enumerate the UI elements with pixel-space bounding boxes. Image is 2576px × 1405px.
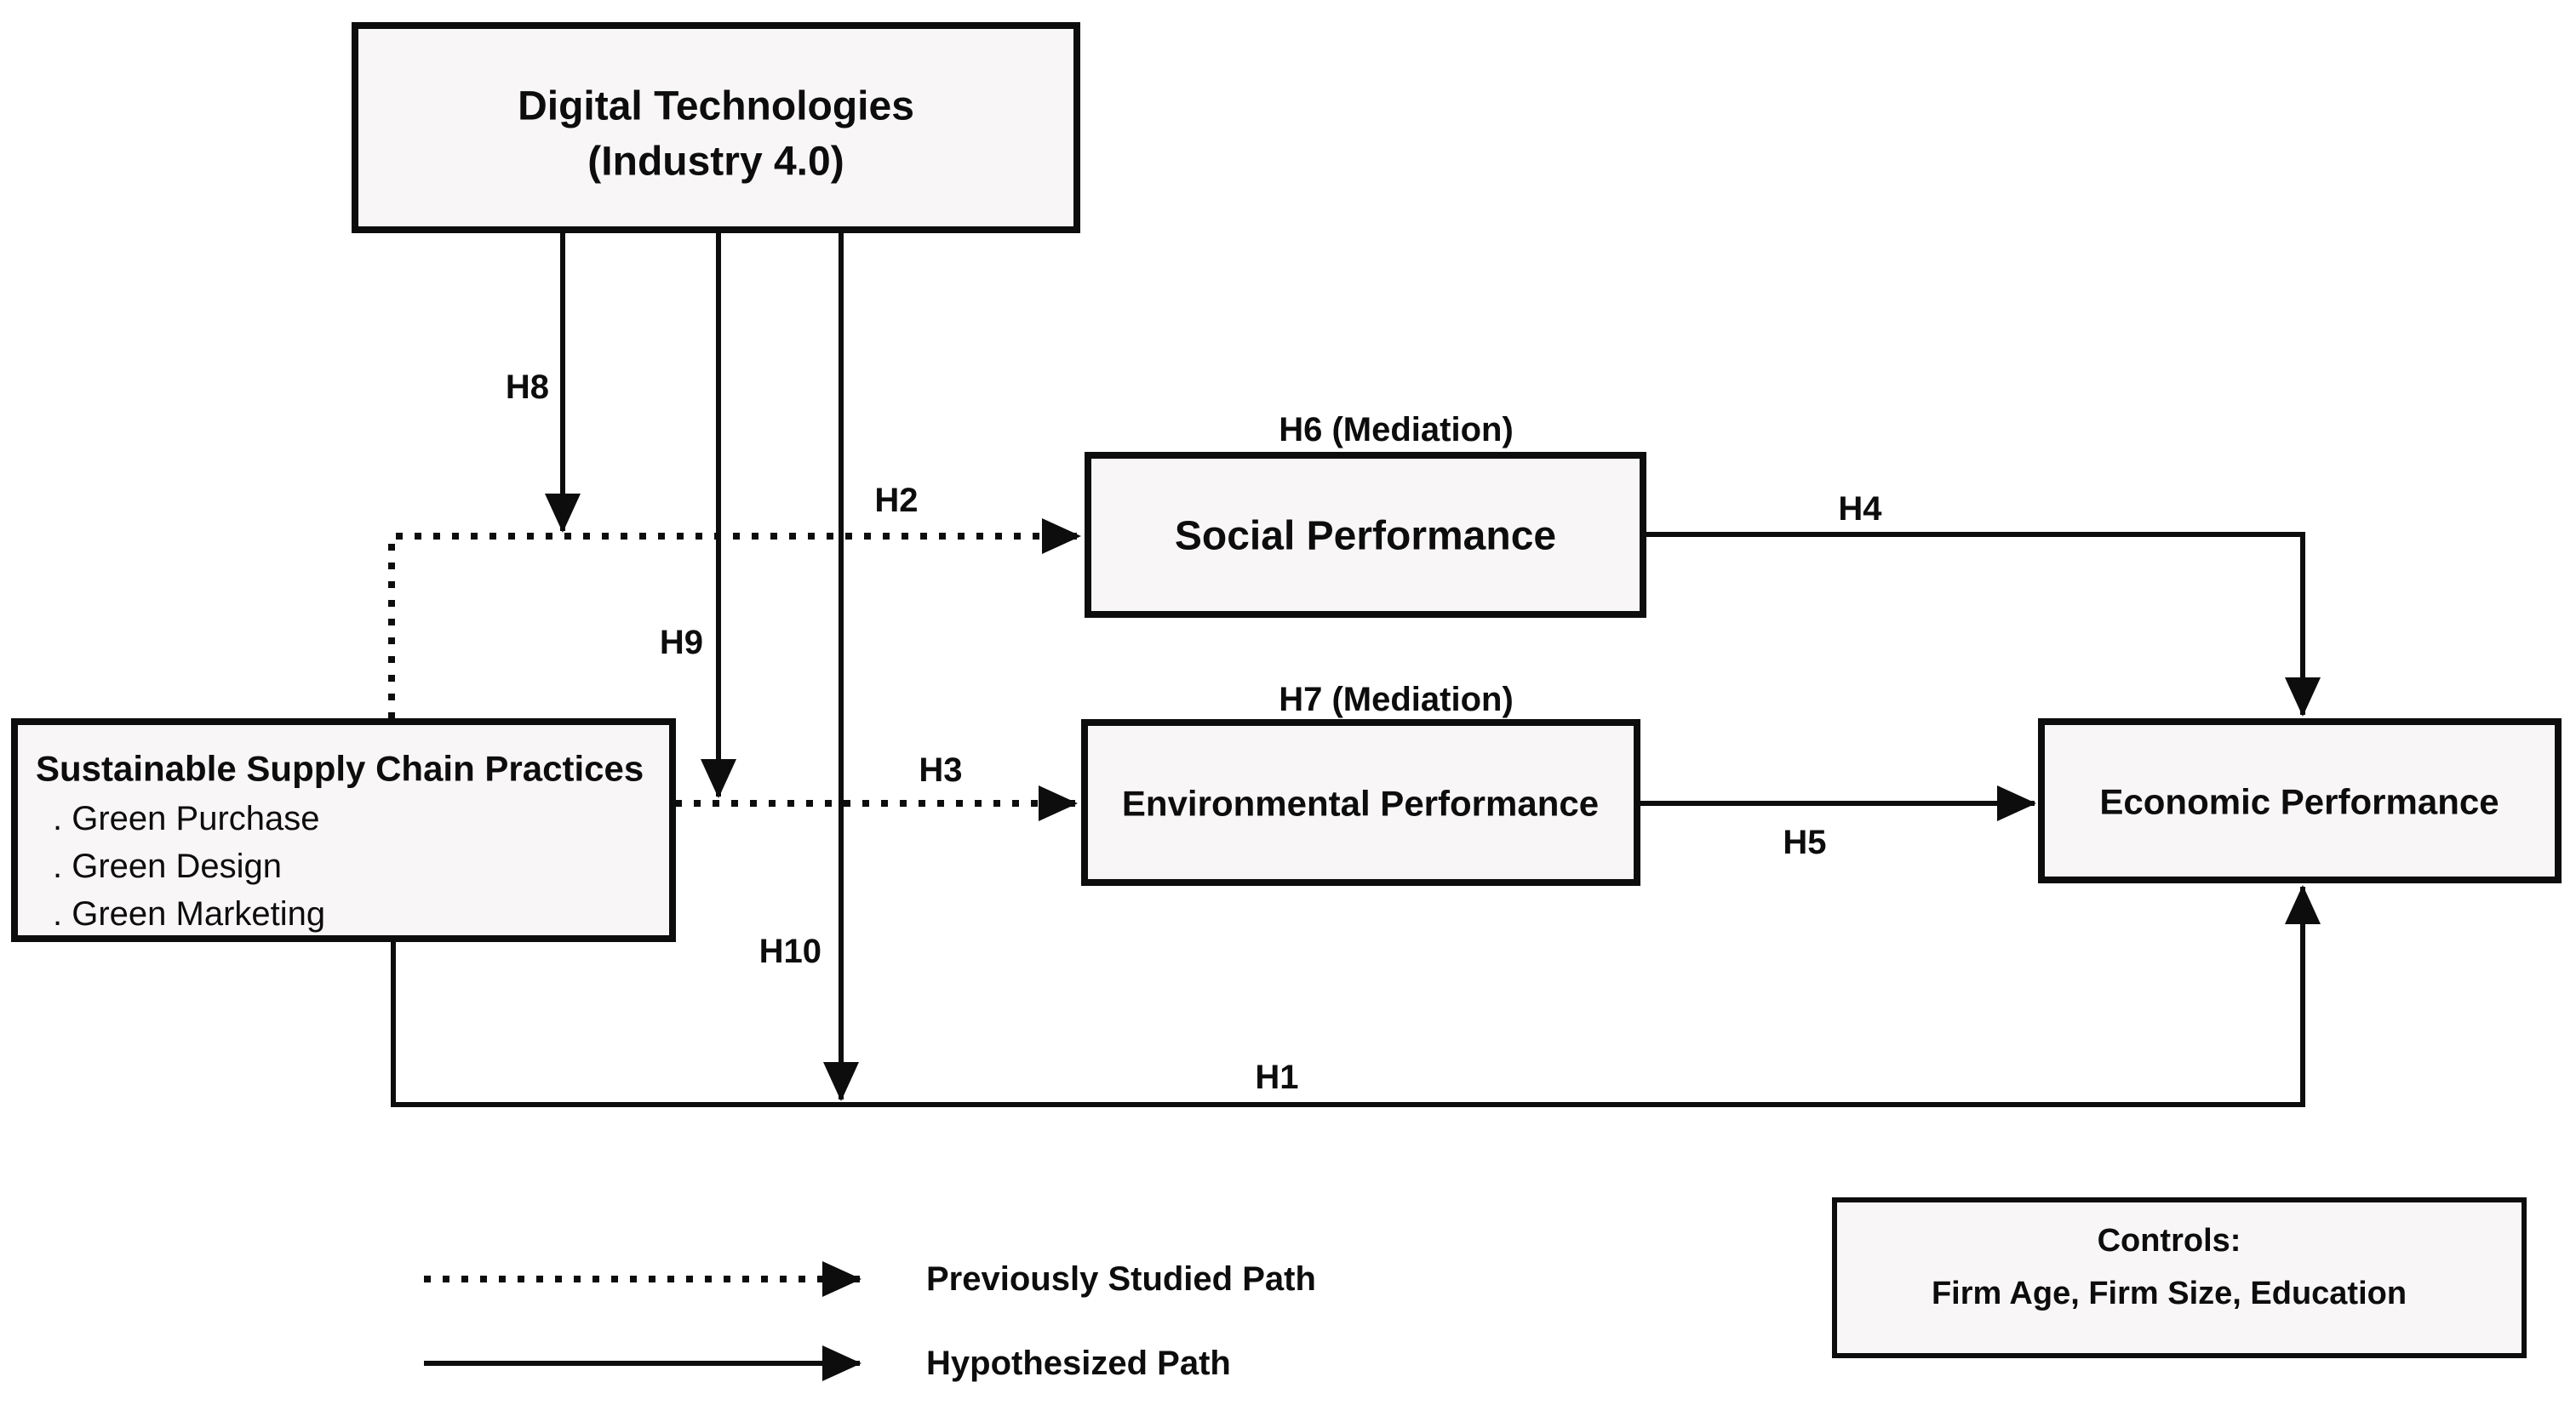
environmental-performance-label: Environmental Performance xyxy=(1122,784,1599,824)
path-h2-dotted-arrow xyxy=(388,518,1081,719)
node-environmental-performance xyxy=(1081,719,1640,886)
label-h1: H1 xyxy=(1255,1059,1298,1096)
label-h3: H3 xyxy=(919,751,962,789)
sscp-item-green-design: . Green Design xyxy=(53,848,282,885)
digital-technologies-label-line1: Digital Technologies xyxy=(518,84,914,129)
label-h5: H5 xyxy=(1783,824,1826,861)
label-h4: H4 xyxy=(1838,490,1882,528)
label-h8: H8 xyxy=(506,368,549,406)
label-h10: H10 xyxy=(759,933,821,970)
controls-title: Controls: xyxy=(2098,1223,2241,1259)
digital-technologies-label-line2: (Industry 4.0) xyxy=(587,140,844,185)
label-h7-mediation: H7 (Mediation) xyxy=(1279,681,1514,718)
path-h1-arrow xyxy=(391,885,2321,1107)
sscp-item-green-purchase: . Green Purchase xyxy=(53,800,320,837)
node-controls xyxy=(1832,1197,2527,1358)
controls-variables: Firm Age, Firm Size, Education xyxy=(1932,1276,2407,1311)
node-digital-technologies xyxy=(352,22,1080,233)
label-h9: H9 xyxy=(660,624,703,661)
path-h4-arrow xyxy=(1643,532,2321,717)
sscp-title: Sustainable Supply Chain Practices xyxy=(36,749,644,789)
node-sustainable-supply-chain-practices xyxy=(11,718,676,942)
node-social-performance xyxy=(1085,452,1646,618)
economic-performance-label: Economic Performance xyxy=(2099,782,2499,822)
label-h6-mediation: H6 (Mediation) xyxy=(1279,411,1514,448)
node-economic-performance xyxy=(2038,718,2562,883)
social-performance-label: Social Performance xyxy=(1175,514,1556,559)
legend-hypothesized-label: Hypothesized Path xyxy=(926,1345,1231,1382)
sscp-item-green-marketing: . Green Marketing xyxy=(53,895,325,933)
legend-previously-studied-label: Previously Studied Path xyxy=(926,1260,1316,1298)
label-h2: H2 xyxy=(874,482,918,519)
